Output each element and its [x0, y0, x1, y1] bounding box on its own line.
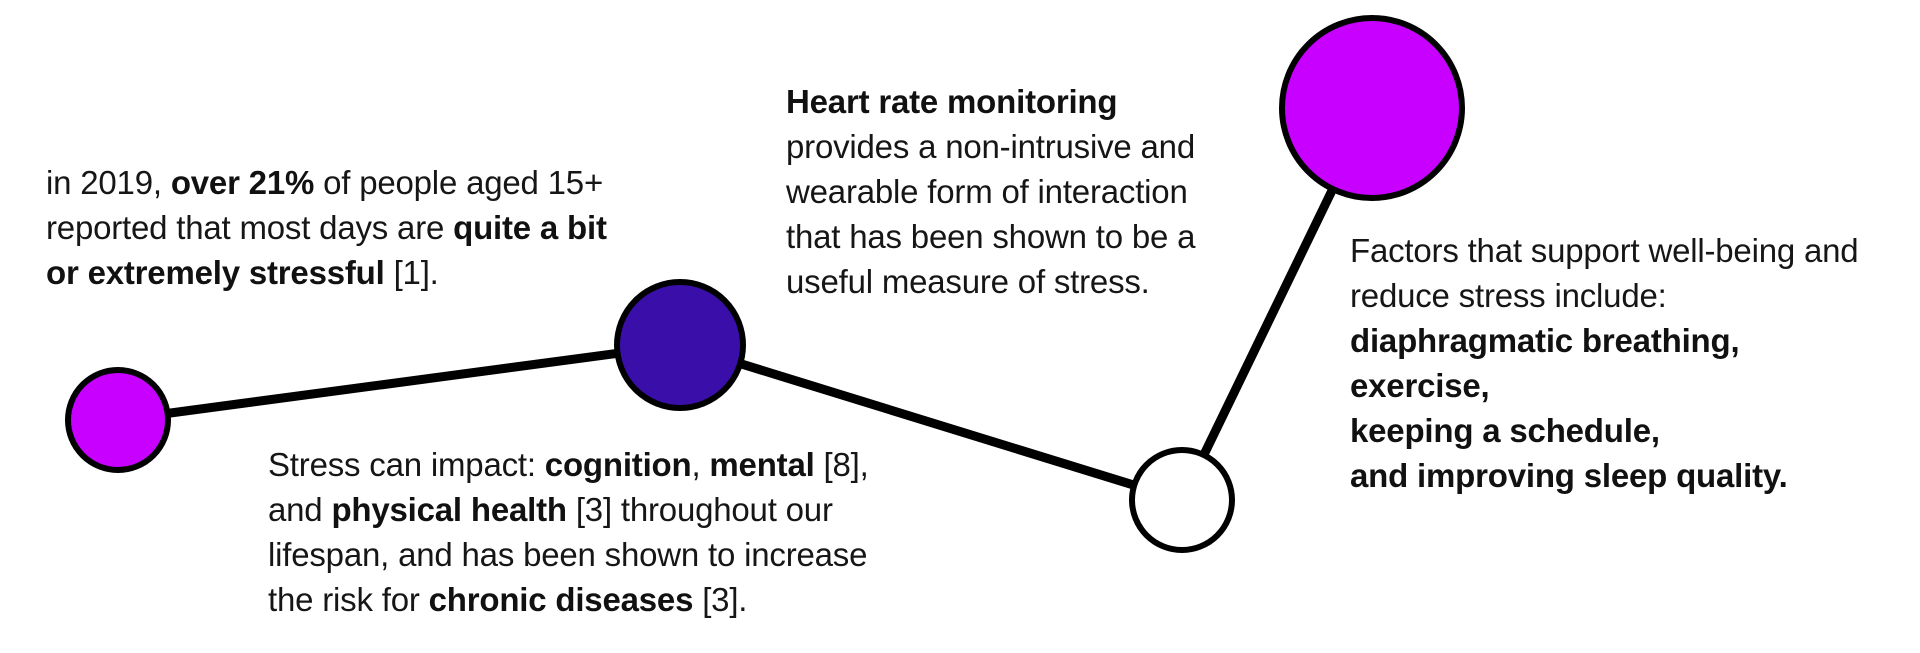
stats-citation: [1].: [384, 254, 439, 291]
impact-citation: [3].: [693, 581, 748, 618]
impact-text: ,: [691, 446, 710, 483]
stress-impact-text: Stress can impact: cognition, mental [8]…: [268, 442, 948, 622]
heart-rate-text: Heart rate monitoring provides a non-int…: [786, 79, 1266, 304]
factors-line-2: reduce stress include:: [1350, 277, 1667, 314]
factor-schedule: keeping a schedule,: [1350, 412, 1660, 449]
impact-highlight: cognition: [544, 446, 692, 483]
factor-sleep: and improving sleep quality.: [1350, 457, 1788, 494]
stats-highlight: over 21%: [170, 164, 315, 201]
node-2-circle: [614, 279, 746, 411]
well-being-factors-text: Factors that support well-being and redu…: [1350, 228, 1910, 498]
node-4-circle: [1279, 15, 1465, 201]
heart-rate-heading: Heart rate monitoring: [786, 83, 1118, 120]
heart-rate-line-2: provides a non-intrusive and: [786, 128, 1195, 165]
impact-text: and: [268, 491, 332, 528]
node-1-circle: [65, 367, 171, 473]
stats-line-3: or extremely stressful [1].: [46, 250, 666, 295]
impact-text: [3] throughout our: [566, 491, 833, 528]
impact-highlight: mental: [709, 446, 815, 483]
stats-text: in 2019,: [46, 164, 171, 201]
impact-line-3: lifespan, and has been shown to increase: [268, 536, 868, 573]
stats-text: of people aged 15+: [314, 164, 604, 201]
stress-statistics-text: in 2019, over 21% of people aged 15+ rep…: [46, 160, 666, 295]
impact-highlight: chronic diseases: [428, 581, 694, 618]
heart-rate-line-4: that has been shown to be a: [786, 218, 1196, 255]
impact-citation: [8],: [814, 446, 869, 483]
heart-rate-line-5: useful measure of stress.: [786, 263, 1150, 300]
connector-2-3: [675, 340, 1187, 505]
impact-line-1: Stress can impact: cognition, mental [8]…: [268, 442, 948, 487]
impact-line-2: and physical health [3] throughout our: [268, 487, 948, 532]
stats-line-2: reported that most days are quite a bit: [46, 205, 666, 250]
stats-text: reported that most days are: [46, 209, 454, 246]
factor-exercise: exercise,: [1350, 367, 1490, 404]
stats-highlight: or extremely stressful: [46, 254, 385, 291]
impact-text: Stress can impact:: [268, 446, 545, 483]
connector-1-2: [113, 340, 685, 425]
impact-line-4: the risk for chronic diseases [3].: [268, 577, 948, 622]
node-3-circle: [1129, 447, 1235, 553]
factors-line-1: Factors that support well-being and: [1350, 232, 1859, 269]
factor-breathing: diaphragmatic breathing,: [1350, 322, 1740, 359]
stats-line-1: in 2019, over 21% of people aged 15+: [46, 160, 666, 205]
impact-highlight: physical health: [331, 491, 567, 528]
impact-text: the risk for: [268, 581, 429, 618]
heart-rate-line-3: wearable form of interaction: [786, 173, 1188, 210]
stats-highlight: quite a bit: [453, 209, 607, 246]
